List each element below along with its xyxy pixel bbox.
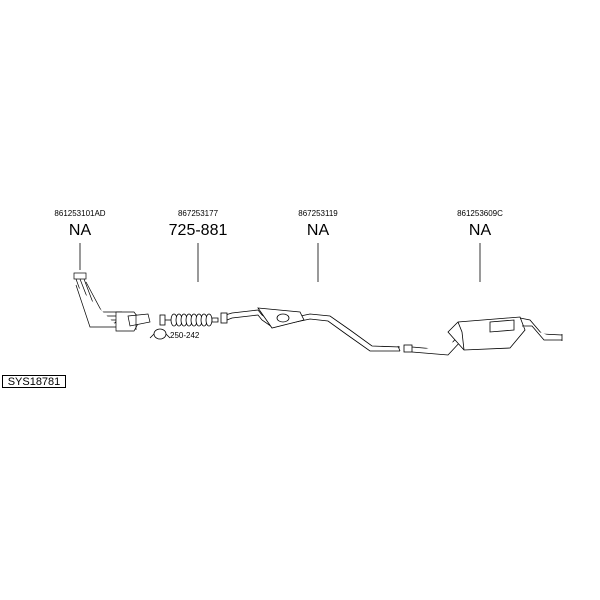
flex-pipe-drawing — [149, 313, 219, 340]
part-code[interactable]: NA — [468, 222, 492, 239]
part-oem-number: 867253177 — [177, 209, 219, 218]
exhaust-manifold-drawing — [73, 272, 151, 332]
system-code-label: SYS18781 — [2, 375, 66, 388]
part-oem-number: 861253101AD — [54, 209, 106, 218]
part-code[interactable]: NA — [306, 222, 330, 239]
part-oem-number: 861253609C — [457, 209, 503, 218]
rear-silencer-drawing — [403, 316, 563, 356]
clamp-code[interactable]: 250-242 — [170, 331, 200, 340]
part-code[interactable]: 725-881 — [168, 222, 228, 239]
part-code[interactable]: NA — [68, 222, 92, 239]
middle-silencer-drawing — [220, 307, 401, 352]
part-oem-number: 867253119 — [298, 209, 338, 218]
